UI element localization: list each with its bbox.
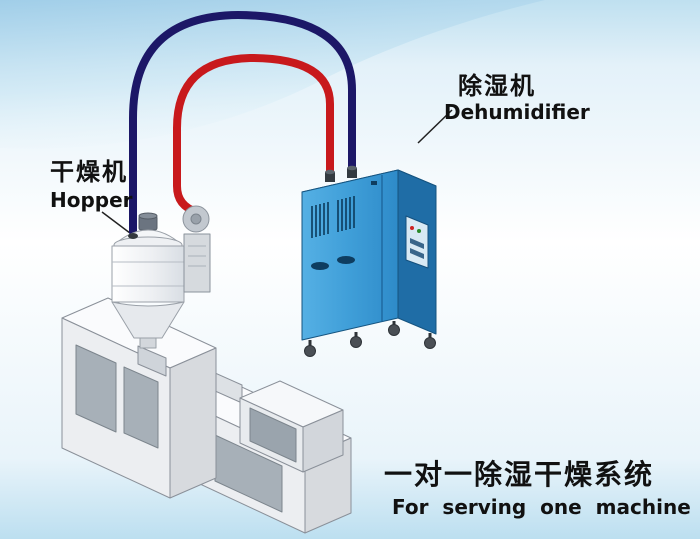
indicator-green bbox=[417, 229, 421, 233]
cabinet-front bbox=[301, 169, 399, 341]
hopper-label-en: Hopper bbox=[50, 188, 133, 212]
hopper-leader-line bbox=[101, 211, 131, 234]
system-caption-zh: 一对一除湿干燥系统 bbox=[384, 458, 655, 491]
hopper-dryer bbox=[111, 205, 211, 349]
panel-door bbox=[123, 366, 159, 449]
return-air-hose-red bbox=[173, 53, 334, 216]
hopper-cone bbox=[111, 301, 185, 339]
panel-door bbox=[75, 344, 117, 433]
system-caption-en: For serving one machine bbox=[392, 495, 691, 519]
control-panel bbox=[405, 215, 429, 269]
dehumidifier-label-en: Dehumidifier bbox=[444, 100, 590, 124]
dehumidifier-label-zh: 除湿机 bbox=[458, 72, 536, 100]
air-port-left bbox=[311, 262, 329, 270]
die-head-block bbox=[239, 380, 344, 473]
caster-wheels bbox=[304, 321, 436, 357]
indicator-red bbox=[410, 226, 414, 230]
vent-slots bbox=[311, 196, 355, 238]
suction-blower bbox=[182, 205, 211, 293]
hopper-outlet bbox=[139, 337, 157, 349]
hose-fittings bbox=[325, 165, 357, 182]
dehumidifier-leader-line bbox=[417, 109, 453, 144]
logo-plate bbox=[371, 181, 377, 185]
hopper-body bbox=[111, 245, 185, 303]
lid-hose-port bbox=[128, 233, 138, 239]
dehumidifier-cabinet bbox=[301, 169, 437, 357]
dry-air-hose-blue bbox=[129, 10, 356, 236]
hopper-label-zh: 干燥机 bbox=[50, 158, 128, 186]
feed-throat bbox=[137, 345, 167, 377]
air-port-right bbox=[337, 256, 355, 264]
panel-door bbox=[249, 407, 297, 463]
